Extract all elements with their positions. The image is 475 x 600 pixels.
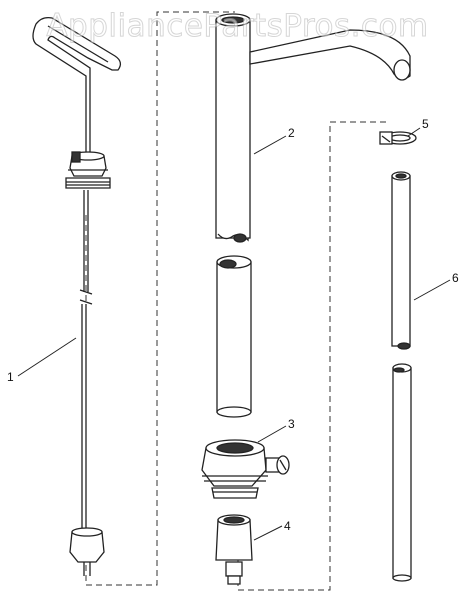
callout-6: 6 (452, 271, 459, 285)
spout-arm (249, 29, 411, 80)
part-2-spout-tube (215, 13, 411, 243)
part-5-hose-clamp (379, 131, 417, 145)
part-4-foot-valve (215, 514, 253, 585)
t-handle-loop (32, 16, 122, 128)
lower-pump-tube (216, 255, 252, 418)
t-handle-inner (47, 25, 109, 63)
callout-3: 3 (288, 417, 295, 431)
callout-leaders (17, 127, 451, 541)
callout-4: 4 (284, 519, 291, 533)
part-3-coupling-nut (201, 439, 290, 499)
callout-5: 5 (422, 117, 429, 131)
part-6-hose (391, 171, 412, 582)
callout-1: 1 (7, 370, 14, 384)
callout-numbers: 1 2 3 4 5 6 (7, 117, 459, 533)
callout-2: 2 (288, 126, 295, 140)
part-1-t-handle-rod (32, 16, 122, 576)
